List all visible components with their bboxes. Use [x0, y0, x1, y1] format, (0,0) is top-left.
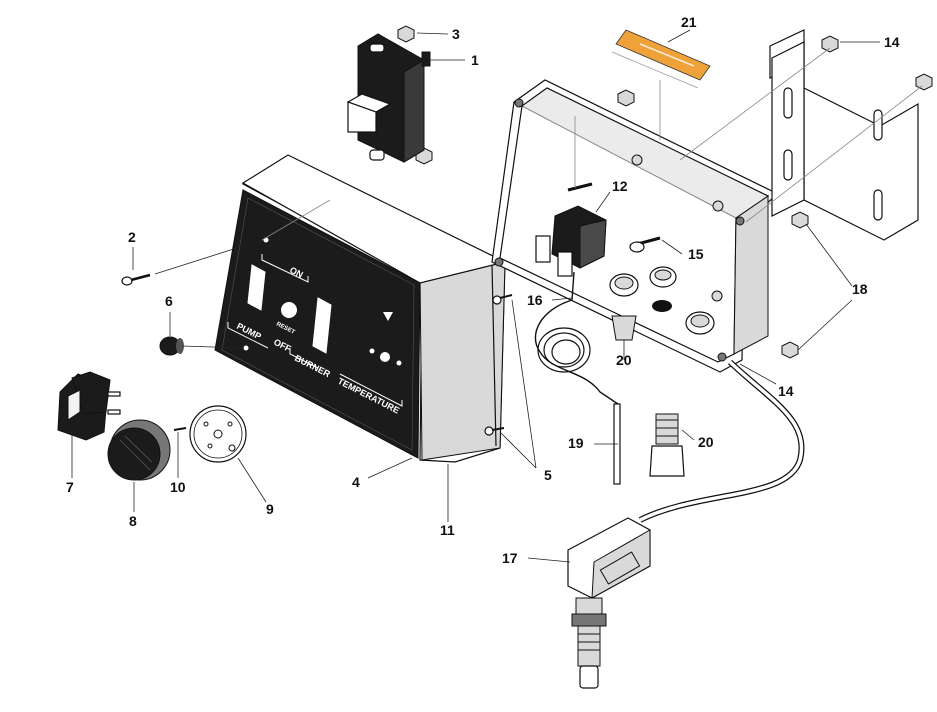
reset-button-hole — [281, 302, 297, 318]
callout-16: 16 — [527, 292, 543, 308]
cover-screw — [484, 426, 494, 436]
callout-14-lower: 14 — [778, 383, 794, 399]
callout-21: 21 — [681, 14, 697, 30]
leader-lines — [71, 29, 923, 563]
callout-20-upper: 20 — [616, 352, 632, 368]
rocker-switch — [57, 371, 121, 441]
callout-1: 1 — [471, 52, 479, 68]
callout-7: 7 — [66, 479, 74, 495]
indicator-light — [243, 345, 249, 351]
callout-3: 3 — [452, 26, 460, 42]
indicator-light — [369, 348, 375, 354]
burner-switch-relay — [346, 33, 431, 163]
callout-11: 11 — [440, 522, 455, 538]
capillary-tube — [534, 271, 619, 480]
callout-9: 9 — [266, 501, 274, 517]
callout-8: 8 — [129, 513, 137, 529]
warning-label — [615, 29, 711, 81]
callout-17: 17 — [502, 550, 518, 566]
callout-20-lower: 20 — [698, 434, 714, 450]
callout-4: 4 — [352, 474, 360, 490]
pump-switch-window — [247, 264, 266, 311]
rear-enclosure — [491, 79, 780, 373]
dial-plate — [189, 405, 247, 463]
indicator-light — [396, 360, 402, 366]
callout-10: 10 — [170, 479, 186, 495]
callout-2: 2 — [128, 229, 136, 245]
set-screw — [173, 427, 187, 431]
callout-5: 5 — [544, 467, 552, 483]
burner-switch-window — [312, 297, 332, 354]
front-cover: ON RESET PUMP OFF BURNER TEMPERATURE — [214, 154, 513, 463]
probe-junction-box — [567, 359, 805, 689]
reset-button-cap — [159, 336, 184, 356]
temperature-knob — [107, 419, 171, 481]
panel-screw — [121, 273, 151, 286]
callout-19: 19 — [568, 435, 584, 451]
temperature-indicator-triangle — [383, 312, 393, 321]
hex-nuts — [397, 25, 933, 359]
callout-6: 6 — [165, 293, 173, 309]
callout-12: 12 — [612, 178, 628, 194]
temperature-knob-hole — [380, 352, 390, 362]
callout-15: 15 — [688, 246, 704, 262]
callout-numbers: 3 1 2 6 7 8 10 9 4 11 5 12 16 15 20 20 1… — [66, 14, 900, 566]
cover-screw — [492, 295, 502, 305]
callout-14-upper: 14 — [884, 34, 900, 50]
cable-fitting — [611, 315, 685, 477]
callout-18: 18 — [852, 281, 868, 297]
mounting-bracket — [769, 29, 919, 241]
